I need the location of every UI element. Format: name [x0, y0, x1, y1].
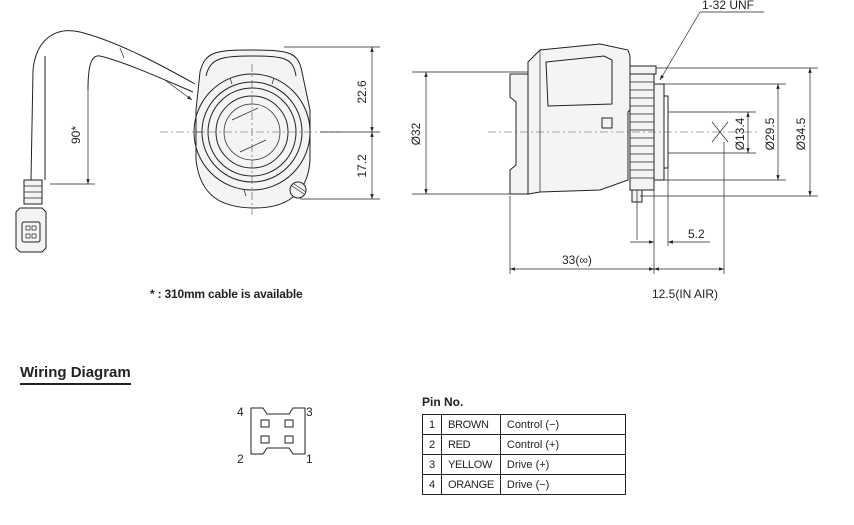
- pin-table: 1 BROWN Control (−) 2 RED Control (+) 3 …: [422, 414, 626, 495]
- wiring-connector: [250, 407, 306, 455]
- knurl-lines: [630, 81, 654, 179]
- dim-33-label: 33(∞): [562, 253, 592, 267]
- pin-no: 3: [422, 454, 442, 475]
- pin-function: Drive (+): [499, 454, 626, 475]
- front-view: 90* 22.6 17.2: [15, 30, 380, 253]
- dim-17-2-label: 17.2: [355, 154, 369, 178]
- table-row: 2 RED Control (+): [422, 434, 626, 455]
- pin-label-4: 4: [237, 405, 244, 419]
- rear-cap: [509, 73, 529, 195]
- dim-32-label: Ø32: [409, 122, 423, 145]
- table-row: 4 ORANGE Drive (−): [422, 474, 626, 495]
- pin-label-2: 2: [237, 452, 244, 466]
- cable-note: * : 310mm cable is available: [150, 287, 303, 301]
- dim-34-5-label: Ø34.5: [794, 117, 808, 150]
- table-row: 3 YELLOW Drive (+): [422, 454, 626, 475]
- dim-22-6-label: 22.6: [355, 80, 369, 104]
- wiring-diagram-title: Wiring Diagram: [20, 364, 131, 385]
- wire-color: RED: [441, 434, 501, 455]
- dim-13-4-label: Ø13.4: [733, 117, 747, 150]
- pin-1-socket: [284, 435, 294, 444]
- side-view: Ø32: [409, 0, 818, 301]
- side-window: [545, 55, 613, 107]
- pin-table-title: Pin No.: [422, 395, 464, 409]
- pin-function: Control (−): [499, 414, 626, 435]
- pin-3-socket: [284, 419, 294, 428]
- pin-no: 4: [422, 474, 442, 495]
- ring-rim: [629, 65, 657, 75]
- wire-color: ORANGE: [441, 474, 501, 495]
- cable-mark: [119, 47, 125, 59]
- dim-29-5-label: Ø29.5: [763, 117, 777, 150]
- pin-no: 1: [422, 414, 442, 435]
- wire-color: BROWN: [441, 414, 501, 435]
- dim-90-label: 90*: [69, 126, 83, 144]
- pin-no: 2: [422, 434, 442, 455]
- side-body: [527, 43, 631, 195]
- thread-label: 1-32 UNF: [702, 0, 754, 12]
- plug-connector: [15, 207, 47, 253]
- pin-function: Drive (−): [499, 474, 626, 495]
- pin-4-socket: [260, 419, 270, 428]
- pin-label-3: 3: [306, 405, 313, 419]
- pin-label-1: 1: [306, 452, 313, 466]
- cable-outer: [30, 30, 196, 181]
- wire-color: YELLOW: [441, 454, 501, 475]
- front-housing: [195, 49, 311, 209]
- pin-2-socket: [260, 435, 270, 444]
- pin-function: Control (+): [499, 434, 626, 455]
- dim-5-2-label: 5.2: [688, 227, 705, 241]
- cable-inner: [87, 55, 194, 93]
- dim-12-5-label: 12.5(IN AIR): [652, 287, 718, 301]
- table-row: 1 BROWN Control (−): [422, 414, 626, 435]
